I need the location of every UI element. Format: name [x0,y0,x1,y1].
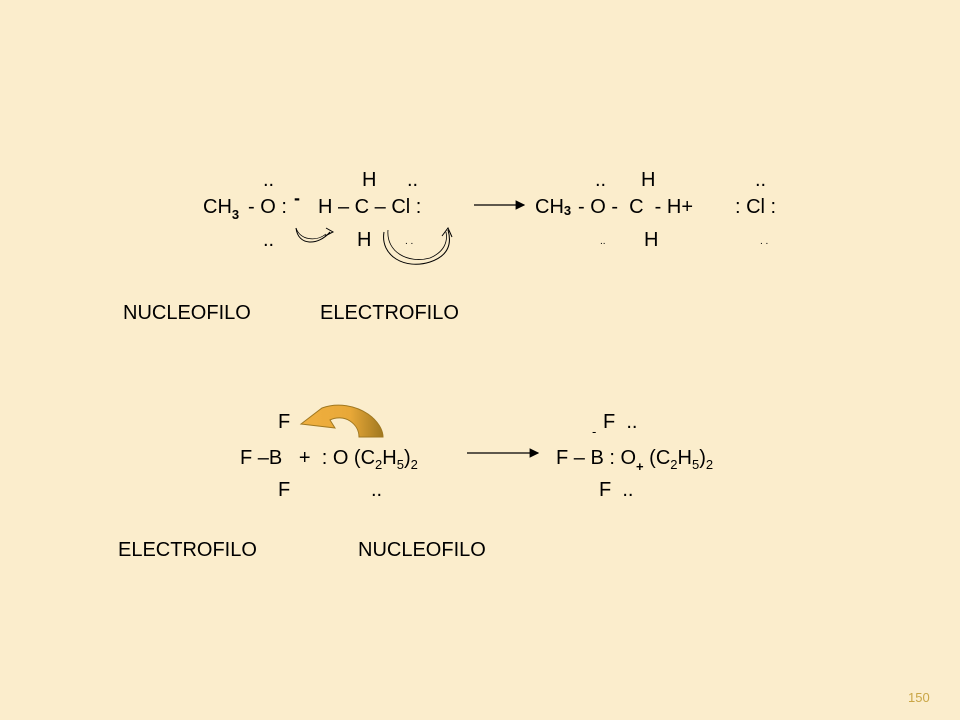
label-electrophile-1: ELECTROFILO [320,302,459,324]
r2-bot-f: F [278,479,291,501]
r1-ch3: CH3 [203,196,240,222]
r2-sub1: 2 [375,457,383,472]
r1-hccl: H – C – Cl : [318,196,422,218]
r1-bot-dots: .. [263,229,275,251]
r1-top-dots: .. [263,169,275,191]
r2-sub3: 2 [410,457,418,472]
p1-cl: : Cl : [735,196,777,218]
r2-top-f: F [278,411,291,433]
p1-top-dots2: .. [755,169,767,191]
p1-bot-dots2: . . [760,236,769,247]
r2-sub2: 5 [396,457,404,472]
p2-bot-f: F .. [599,479,634,501]
r1-bot-h: H [357,229,372,251]
label-electrophile-2: ELECTROFILO [118,539,257,561]
p2-top-minus: - [592,424,597,439]
p1-bot-h: H [644,229,659,251]
r2-close: ) [403,447,411,469]
p2-plus: + [636,459,644,474]
p2-close: ) [699,447,706,469]
r1-oxygen: - O : [248,196,287,218]
r2-mid: F –B + : O (C2H5)2 [240,447,418,472]
page-number: 150 [908,690,930,705]
p2-mid-right: (C [643,447,671,469]
curved-arrow-golden [299,404,384,438]
r2-bot-dots: .. [371,479,383,501]
p1-top-dots: .. [595,169,607,191]
p2-mid-left: F – B : O [556,447,637,469]
r2-mid-h: H [382,447,397,469]
p1-ch3: CH3 [535,197,571,219]
r1-top-h: H [362,169,377,191]
label-nucleophile-2: NUCLEOFILO [358,539,486,561]
r1-ch3-main: CH [203,196,232,218]
r2-mid-left: F –B + : O (C [240,447,376,469]
p2-top-f: F .. [603,411,638,433]
r1-top-dots2: .. [407,169,419,191]
r1-ch3-sub: 3 [231,207,240,222]
p1-top-h: H [641,169,656,191]
p2-sub3: 2 [705,457,714,472]
p1-ch3-sub: 3 [563,203,572,218]
label-nucleophile-1: NUCLEOFILO [123,302,251,324]
p1-rest: - O - C - H+ [578,196,693,218]
p2-sub2: 5 [691,457,700,472]
r1-charge: - [294,188,300,208]
curved-arrow-electron-1 [295,227,335,243]
p2-sub1: 2 [670,457,678,472]
p2-mid-h: H [677,447,692,469]
p2-mid: F – B : O+ (C2H5)2 [556,447,714,474]
p1-ch3-main: CH [535,196,564,218]
r1-bot-dots2: . . [405,236,414,247]
p1-bot-dots: .. [600,236,606,247]
curved-arrow-electron-2 [383,227,453,265]
